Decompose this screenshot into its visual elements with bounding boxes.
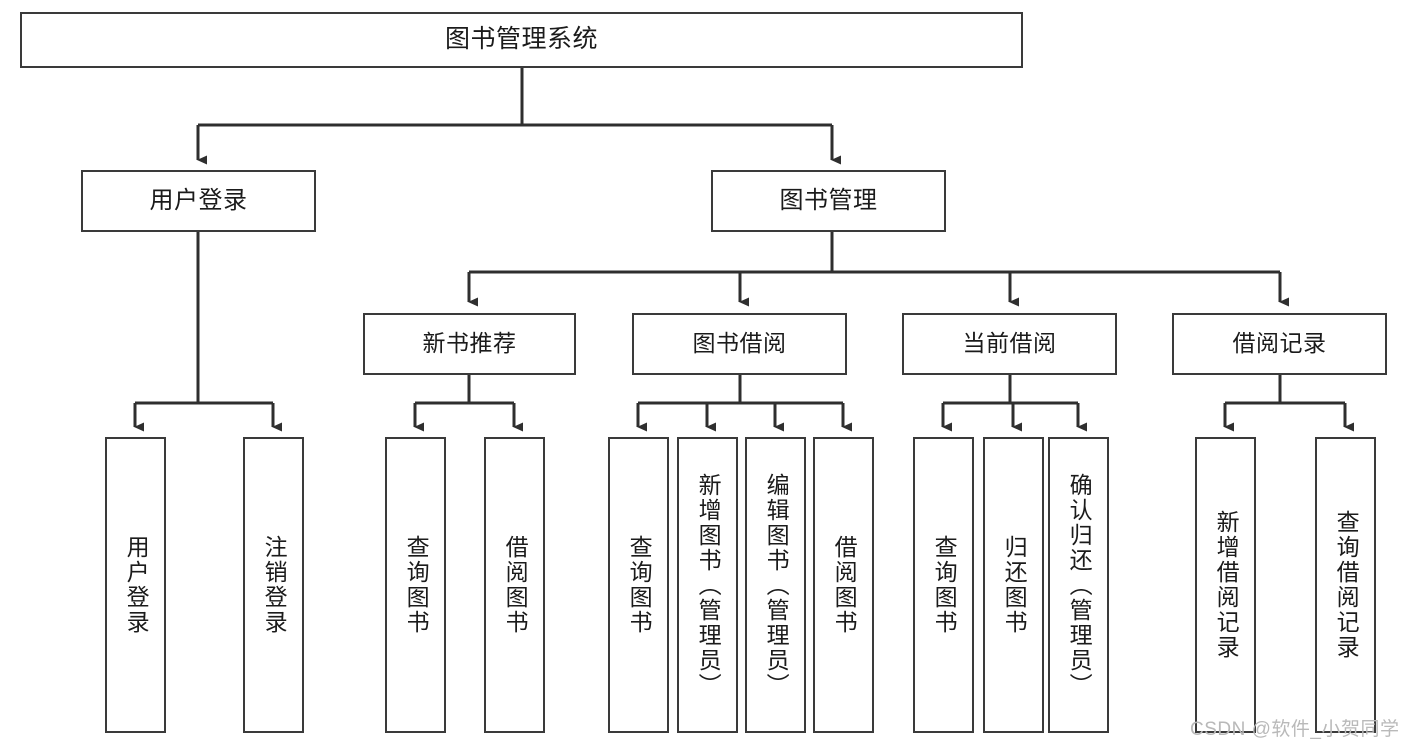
csdn-watermark: CSDN @软件_小贺同学 xyxy=(1190,719,1400,740)
node-new-book-recommend[interactable]: 新书推荐 xyxy=(363,313,576,375)
node-user-login[interactable]: 用户登录 xyxy=(81,170,316,232)
leaf-new-book-borrow-book[interactable]: 借阅图书 xyxy=(484,437,545,733)
leaf-book-borrow-borrow-book[interactable]: 借阅图书 xyxy=(813,437,874,733)
leaf-current-borrow-query-book[interactable]: 查询图书 xyxy=(913,437,974,733)
leaf-book-borrow-add-book-admin[interactable]: 新增图书（管理员） xyxy=(677,437,738,733)
node-book-borrow[interactable]: 图书借阅 xyxy=(632,313,847,375)
node-book-management[interactable]: 图书管理 xyxy=(711,170,946,232)
leaf-borrow-record-query-record[interactable]: 查询借阅记录 xyxy=(1315,437,1376,733)
leaf-book-borrow-edit-book-admin[interactable]: 编辑图书（管理员） xyxy=(745,437,806,733)
leaf-book-borrow-query-book[interactable]: 查询图书 xyxy=(608,437,669,733)
leaf-borrow-record-add-record[interactable]: 新增借阅记录 xyxy=(1195,437,1256,733)
leaf-current-borrow-return-book[interactable]: 归还图书 xyxy=(983,437,1044,733)
leaf-new-book-query-book[interactable]: 查询图书 xyxy=(385,437,446,733)
leaf-user-login-login[interactable]: 用户登录 xyxy=(105,437,166,733)
node-current-borrow[interactable]: 当前借阅 xyxy=(902,313,1117,375)
node-root-system[interactable]: 图书管理系统 xyxy=(20,12,1023,68)
node-borrow-record[interactable]: 借阅记录 xyxy=(1172,313,1387,375)
leaf-current-borrow-confirm-return-admin[interactable]: 确认归还（管理员） xyxy=(1048,437,1109,733)
leaf-user-login-logout[interactable]: 注销登录 xyxy=(243,437,304,733)
